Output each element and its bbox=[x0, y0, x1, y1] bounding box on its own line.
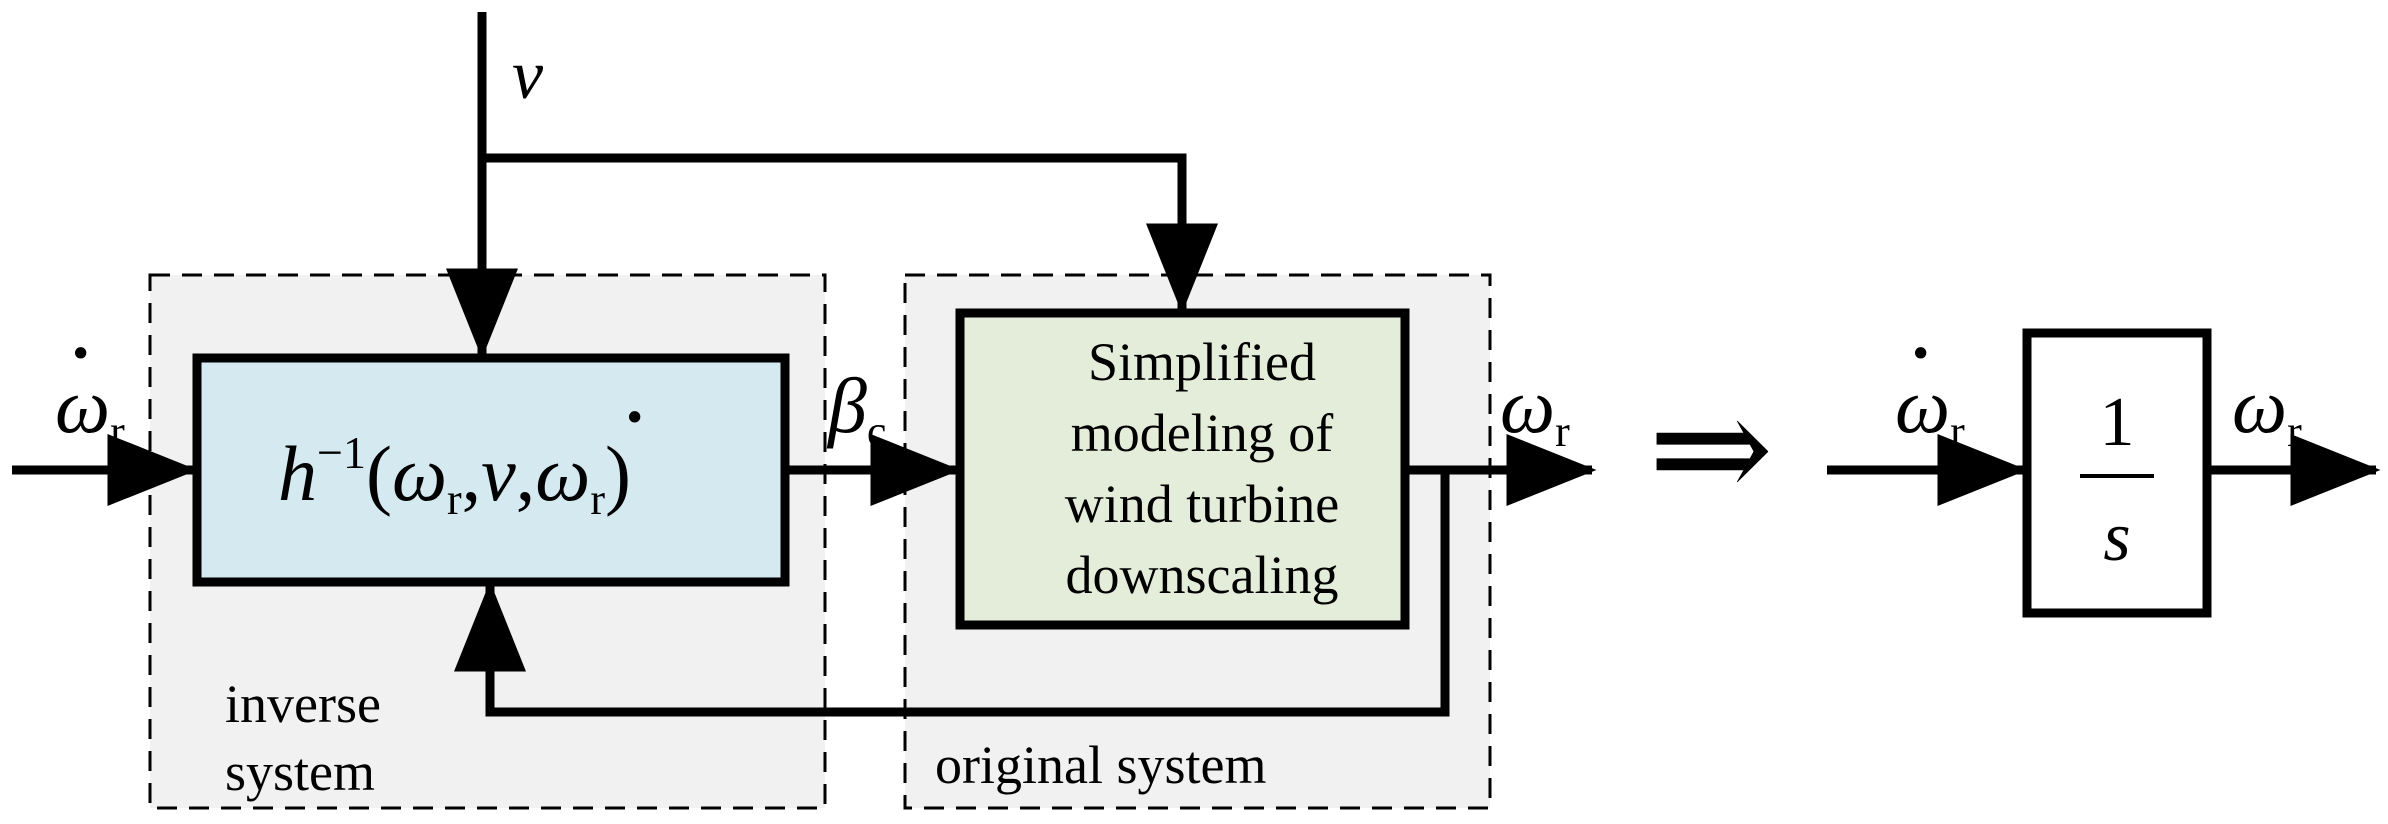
beta-symbol: β bbox=[826, 362, 867, 449]
integrator-output-sub: r bbox=[2287, 407, 2302, 456]
omega-dot-input-sub: r bbox=[110, 407, 125, 456]
omega-output-label: ωr bbox=[1500, 362, 1570, 456]
omega-dot-input-label: ωr bbox=[55, 362, 125, 456]
inverse-v: v bbox=[481, 430, 516, 517]
inverse-system-label-2: system bbox=[225, 742, 375, 802]
integrator-input-label: ωr bbox=[1895, 362, 1965, 456]
inverse-system-label-1: inverse bbox=[225, 674, 381, 734]
integrator-output-label: ωr bbox=[2232, 362, 2302, 456]
omega-output-sub: r bbox=[1555, 407, 1570, 456]
inverse-omega-2: ω bbox=[535, 430, 590, 517]
integrator-denominator: s bbox=[2103, 499, 2130, 576]
wind-speed-label: v bbox=[512, 37, 544, 114]
inverse-sub-r-2: r bbox=[590, 475, 605, 524]
h-symbol: h bbox=[278, 430, 317, 517]
wind-speed-branch-line bbox=[482, 153, 1218, 314]
omega-output-omega: ω bbox=[1500, 362, 1555, 449]
inverse-exponent: −1 bbox=[317, 427, 366, 478]
inverse-comma-2: , bbox=[516, 430, 536, 517]
integrator-input-sub: r bbox=[1950, 407, 1965, 456]
omega-dot-input-omega: ω bbox=[55, 362, 110, 449]
inverse-comma-1: , bbox=[462, 430, 482, 517]
original-system-label: original system bbox=[935, 735, 1266, 795]
inverse-sub-r-1: r bbox=[447, 475, 462, 524]
plant-label-3: wind turbine bbox=[1065, 474, 1339, 534]
omega-dot-input-dot: · bbox=[69, 315, 92, 392]
equivalence-arrow: ⇒ bbox=[1648, 367, 1774, 533]
feedback-line bbox=[454, 470, 1450, 717]
plant-label-1: Simplified bbox=[1088, 332, 1316, 392]
plant-label-2: modeling of bbox=[1071, 403, 1333, 463]
integrator-block bbox=[2022, 328, 2212, 618]
integrator-output-omega: ω bbox=[2232, 362, 2287, 449]
integrator-input-omega: ω bbox=[1895, 362, 1950, 449]
integrator-input-dot: · bbox=[1909, 315, 1932, 392]
inverse-omega-1: ω bbox=[392, 430, 447, 517]
integrator-numerator: 1 bbox=[2100, 384, 2135, 461]
beta-c-label: βc bbox=[826, 362, 886, 456]
inverse-lparen: ( bbox=[366, 430, 392, 517]
inverse-rparen: ) bbox=[605, 430, 631, 517]
inverse-function: h−1(ωr,v,ωr) bbox=[278, 427, 631, 524]
beta-sub: c bbox=[867, 407, 887, 456]
plant-label-4: downscaling bbox=[1066, 545, 1339, 605]
inverse-omega-dot: · bbox=[623, 379, 646, 456]
